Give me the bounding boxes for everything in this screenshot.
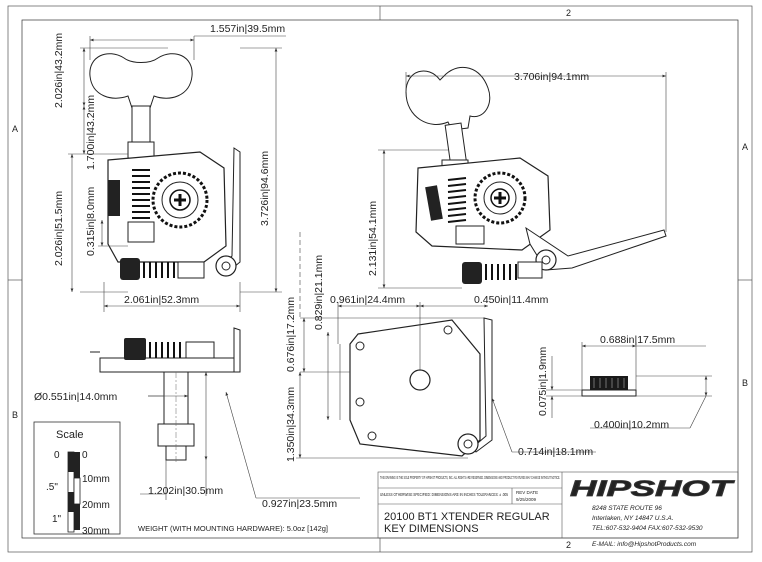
dim-bushing-height: 0.400in|10.2mm	[594, 419, 669, 431]
scale-mm-10: 10mm	[82, 474, 110, 485]
dim-plate-width: 0.961in|24.4mm	[330, 294, 405, 306]
dim-post-length: 1.202in|30.5mm	[148, 485, 223, 497]
dim-total-height: 3.726in|94.6mm	[259, 151, 271, 226]
address-line1: 8248 STATE ROUTE 96	[592, 505, 662, 512]
scale-inch-1: 1"	[52, 514, 62, 525]
row-label-b-left: B	[12, 410, 18, 420]
side-view-tuner	[90, 327, 241, 462]
column-label-bottom: 2	[566, 540, 571, 550]
title-tolerance: UNLESS OTHERWISE SPECIFIED: DIMENSIONS A…	[380, 492, 508, 497]
phone-fax: TEL:607-532-9404 FAX:607-532-9530	[592, 525, 703, 532]
back-plate-view	[349, 317, 493, 457]
dim-bushing-width: 0.688in|17.5mm	[600, 334, 675, 346]
column-label-top: 2	[566, 8, 571, 18]
scale-inch-half: .5"	[46, 482, 58, 493]
dim-lever-depth-line	[491, 397, 513, 453]
dim-side-depth: 0.927in|23.5mm	[262, 498, 337, 510]
dim-side-depth-line	[225, 391, 257, 499]
dim-post-height: 1.700in|43.2mm	[85, 95, 97, 170]
dim-base-width: 2.061in|52.3mm	[124, 294, 199, 306]
row-label-a-left: A	[12, 124, 18, 134]
scale-inch-0: 0	[54, 450, 60, 461]
dim-body-height: 2.026in|51.5mm	[53, 191, 65, 266]
scale-mm-30: 30mm	[82, 526, 110, 537]
scale-mm-0: 0	[82, 450, 88, 461]
scale-title: Scale	[56, 429, 84, 441]
dim-plate-height: 1.350in|34.3mm	[285, 387, 297, 462]
scale-mm-20: 20mm	[82, 500, 110, 511]
scale-box	[33, 421, 121, 535]
rev-label: REV DATE	[516, 490, 538, 495]
front-view-tuner	[89, 53, 241, 280]
dim-lever-offset: 0.450in|11.4mm	[474, 294, 549, 306]
dim-post-diameter: Ø0.551in|14.0mm	[34, 391, 118, 403]
address-line2: Interlaken, NY 14847 U.S.A.	[592, 515, 674, 522]
dim-head-height: 2.026in|43.2mm	[53, 33, 65, 108]
title-block	[377, 471, 739, 539]
angled-view-tuner	[405, 66, 667, 284]
dim-hole-offset: 0.315in|8.0mm	[85, 186, 97, 256]
email-line: E-MAIL: info@HipshotProducts.com	[592, 541, 697, 548]
dim-angled-height: 2.131in|54.1mm	[367, 201, 379, 276]
hipshot-logo: HIPSHOT	[570, 476, 735, 501]
row-label-b-right: B	[742, 378, 748, 388]
dim-plate-offset: 0.829in|21.1mm	[313, 255, 325, 330]
dim-bushing-flange: 0.075in|1.9mm	[537, 346, 549, 416]
drawing-title-line2: KEY DIMENSIONS	[384, 523, 479, 535]
rev-date: 9/25/2009	[516, 497, 537, 502]
row-label-a-right: A	[742, 142, 748, 152]
dim-side-height: 0.676in|17.2mm	[285, 297, 297, 372]
dim-lever-depth: 0.714in|18.1mm	[518, 446, 593, 458]
bushing-view	[581, 376, 637, 397]
drawing-title-line1: 20100 BT1 XTENDER REGULAR	[384, 511, 550, 523]
dim-top-width: 1.557in|39.5mm	[210, 23, 285, 35]
dim-angled-width: 3.706in|94.1mm	[514, 71, 589, 83]
title-notice: THIS DRAWING IS THE SOLE PROPERTY OF HIP…	[380, 475, 560, 480]
weight-note: WEIGHT (WITH MOUNTING HARDWARE): 5.0oz […	[138, 524, 328, 533]
